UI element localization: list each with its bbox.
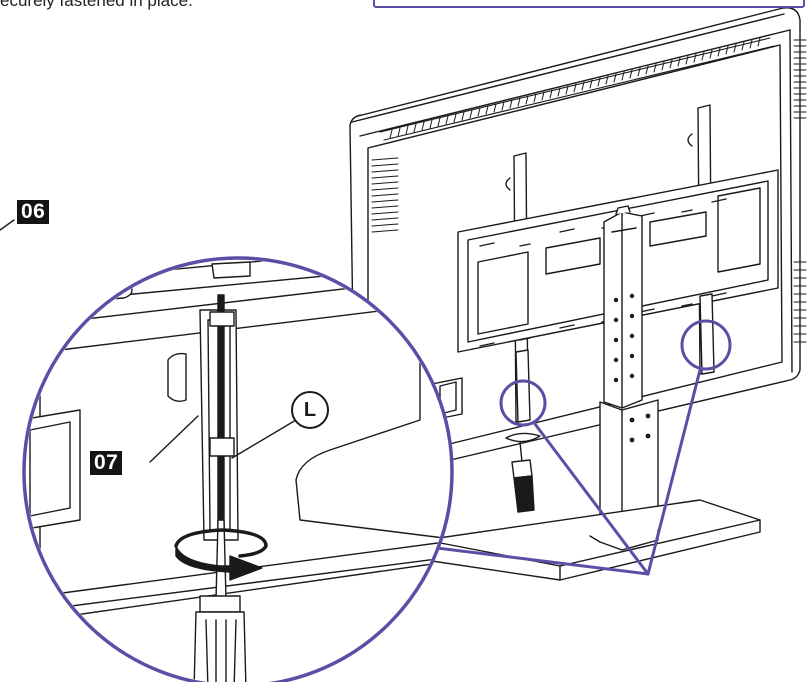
top-vent-slats: [389, 37, 761, 139]
hardware-label-l: L: [291, 391, 329, 429]
instruction-caption: ecurely fastened in place.: [0, 0, 193, 10]
callout-circles: [386, 319, 732, 576]
right-side-vent: [793, 39, 807, 343]
small-screwdriver: [505, 432, 541, 513]
rotation-arrow: [174, 528, 268, 581]
top-vent: [379, 37, 775, 141]
magnified-detail: [22, 256, 454, 682]
part-label-07: 07: [90, 451, 123, 475]
left-side-vent: [371, 157, 399, 233]
part-label-06: 06: [17, 200, 50, 224]
column-holes: [613, 293, 651, 443]
instruction-callout-box: [373, 0, 805, 8]
